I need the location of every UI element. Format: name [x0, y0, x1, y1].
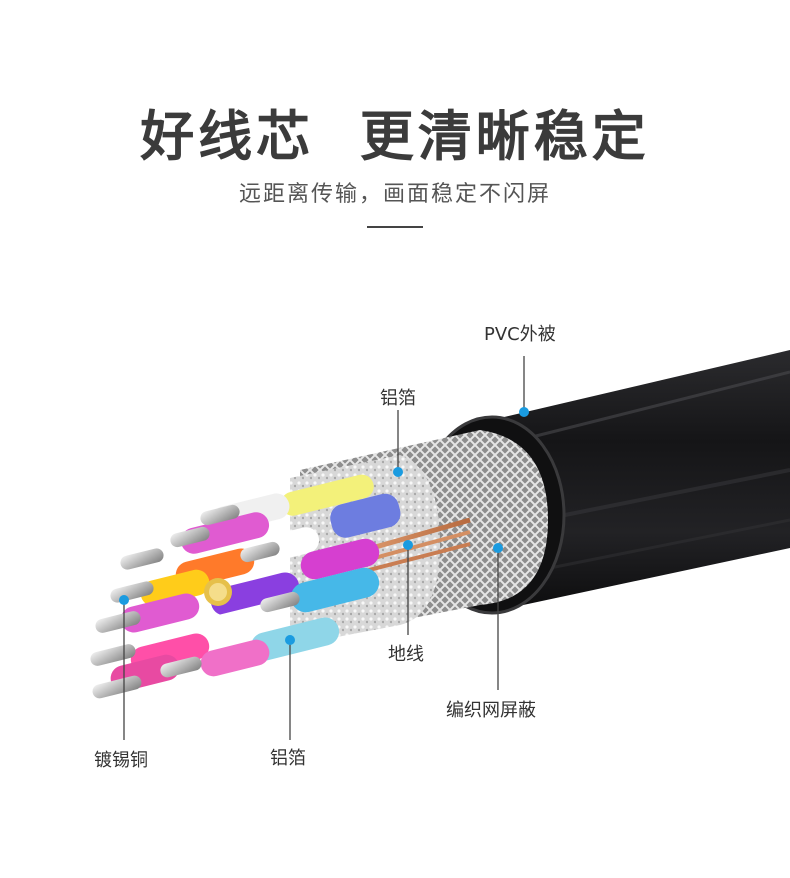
title-divider: [367, 226, 423, 228]
insulated-cores: [110, 474, 401, 692]
label-pvc-jacket: PVC外被: [484, 324, 556, 345]
label-aluminum-foil-top: 铝箔: [380, 388, 416, 409]
label-braided-shield: 编织网屏蔽: [446, 700, 536, 721]
marker-dot: [393, 467, 403, 477]
marker-dot: [119, 595, 129, 605]
label-tinned-copper: 镀锡铜: [94, 750, 148, 771]
tinned-copper-conductors: [90, 504, 300, 699]
page-subtitle: 远距离传输，画面稳定不闪屏: [238, 182, 551, 207]
label-aluminum-foil-bottom: 铝箔: [270, 748, 306, 769]
marker-dot: [403, 540, 413, 550]
marker-dot: [519, 407, 529, 417]
marker-dot: [285, 635, 295, 645]
page-title: 好线芯 更清晰稳定: [140, 105, 650, 168]
marker-dot: [493, 543, 503, 553]
jacket-highlight: [539, 468, 790, 522]
jacket-highlight: [519, 370, 790, 442]
label-ground-wire: 地线: [388, 644, 424, 665]
jacket-highlight: [539, 518, 790, 572]
